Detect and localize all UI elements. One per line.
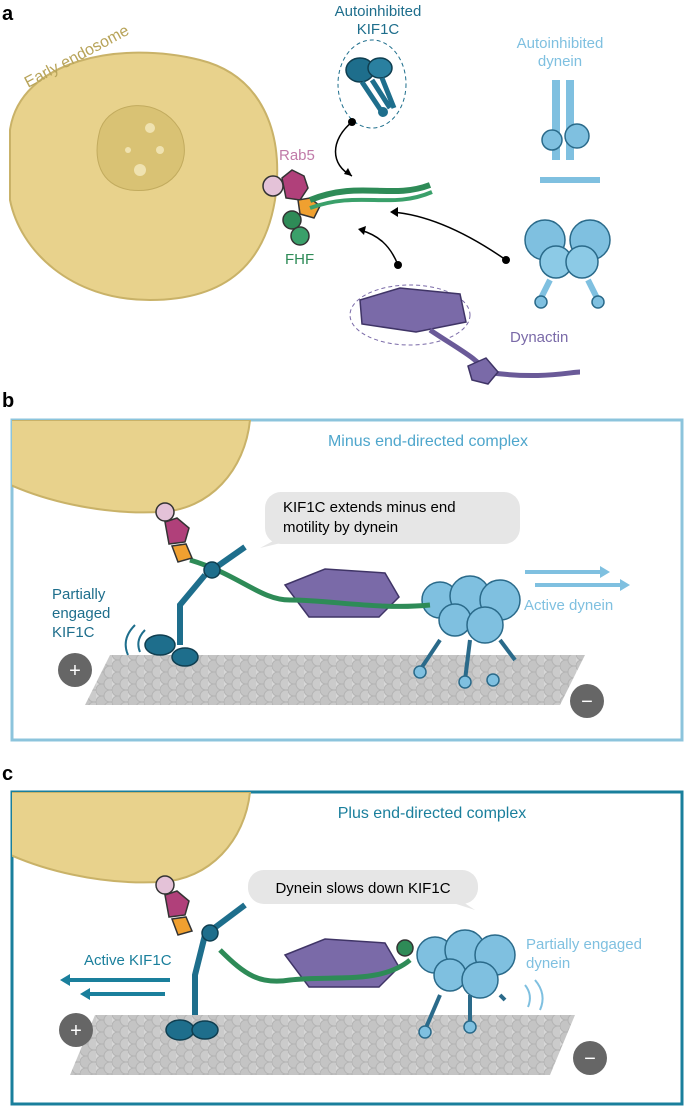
- dynein-arrow: [391, 211, 507, 261]
- partially-engaged-kif1c-1: Partially: [52, 586, 106, 603]
- panel-b-bubble: [260, 492, 520, 548]
- panel-a-letter: a: [2, 3, 14, 25]
- partially-engaged-dynein-2: dynein: [526, 955, 570, 972]
- plus-end-c: [59, 1013, 93, 1047]
- early-endosome: [9, 51, 279, 302]
- panel-b-bubble-line-2: motility by dynein: [283, 519, 398, 536]
- autoinhibited-dynein: [524, 80, 611, 309]
- autoinhibited-kif1c-label-2: KIF1C: [357, 21, 400, 38]
- plus-end-b: [58, 653, 92, 687]
- active-dynein-arrows: [525, 570, 620, 587]
- kif1c-c: [165, 902, 247, 1041]
- rab5-fhf-adaptor: [262, 169, 433, 246]
- partially-engaged-kif1c-3: KIF1C: [52, 624, 95, 641]
- active-kif1c-arrows: [70, 978, 170, 996]
- dynactin-arrow: [359, 229, 399, 266]
- plus-sign-c: +: [70, 1020, 82, 1042]
- minus-sign-b: −: [581, 691, 593, 713]
- fhf-label: FHF: [285, 251, 314, 268]
- dynactin: [349, 284, 581, 385]
- panel-c-title: Plus end-directed complex: [338, 805, 527, 822]
- autoinhibited-dynein-label-1: Autoinhibited: [517, 35, 604, 52]
- dynein-c: [416, 929, 516, 1039]
- partially-engaged-kif1c-2: engaged: [52, 605, 110, 622]
- rab5-fhf-c: [155, 875, 194, 936]
- active-dynein-label: Active dynein: [524, 597, 613, 614]
- minus-end-c: [573, 1041, 607, 1075]
- panel-c-bubble: [248, 870, 478, 910]
- autoinhibited-kif1c-label-1: Autoinhibited: [335, 3, 422, 20]
- plus-sign-b: +: [69, 660, 81, 682]
- microtubule-b: [85, 655, 585, 705]
- autoinhibited-dynein-label-2: dynein: [538, 53, 582, 70]
- rab5-label: Rab5: [279, 147, 315, 164]
- dynein-b: [413, 575, 521, 689]
- panel-b-bubble-line-1: KIF1C extends minus end: [283, 499, 456, 516]
- minus-end-b: [570, 684, 604, 718]
- panel-c-bubble-text: Dynein slows down KIF1C: [275, 880, 450, 897]
- panel-b-title: Minus end-directed complex: [328, 433, 528, 450]
- microtubule-c: [70, 1015, 575, 1075]
- dynactin-label: Dynactin: [510, 329, 568, 346]
- panel-b-letter: b: [2, 390, 14, 412]
- minus-sign-c: −: [584, 1048, 596, 1070]
- panel-c-letter: c: [2, 763, 13, 785]
- active-kif1c-label: Active KIF1C: [84, 952, 172, 969]
- partially-engaged-dynein-1: Partially engaged: [526, 936, 642, 953]
- kif1c-arrow: [334, 121, 353, 177]
- rab5-fhf-b: [155, 502, 194, 563]
- kif1c-b: [144, 544, 247, 667]
- autoinhibited-kif1c: [337, 39, 407, 129]
